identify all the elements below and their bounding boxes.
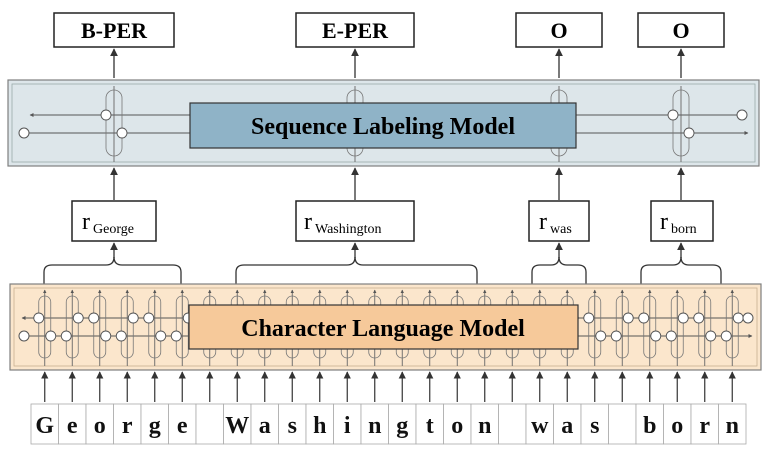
sequence-model-label: Sequence Labeling Model	[251, 114, 515, 140]
char-cell	[115, 289, 139, 366]
char-token: o	[85, 371, 114, 445]
tag-e-per: E-PER	[295, 12, 415, 48]
char-label: a	[259, 413, 271, 439]
char-label: W	[225, 413, 249, 439]
char-label: n	[478, 413, 491, 439]
tag-o-born: O	[637, 12, 725, 48]
char-cell	[610, 289, 634, 366]
char-label: b	[643, 413, 656, 439]
char-token: s	[278, 371, 307, 445]
char-token	[195, 371, 224, 445]
tag-b-per: B-PER	[53, 12, 175, 48]
char-token: w	[525, 371, 554, 445]
seq-cell	[100, 86, 128, 162]
char-cell	[88, 289, 112, 366]
char-token: n	[470, 371, 499, 445]
rep-base: r	[660, 209, 668, 235]
char-label: r	[122, 413, 133, 439]
char-label: t	[426, 413, 434, 439]
char-token: W	[223, 371, 252, 445]
char-label: e	[67, 413, 78, 439]
braces	[43, 242, 722, 284]
char-label: o	[671, 413, 683, 439]
char-token: r	[690, 371, 719, 445]
char-cell	[60, 289, 84, 366]
char-token: h	[305, 371, 334, 445]
tag-label: E-PER	[322, 18, 389, 43]
char-token: g	[388, 371, 417, 445]
rep-base: r	[82, 209, 90, 235]
char-label: s	[288, 413, 297, 439]
rep-arrows	[110, 167, 685, 200]
char-token: e	[58, 371, 87, 445]
char-token	[498, 371, 527, 445]
char-token: a	[250, 371, 279, 445]
character-lm-panel: Character Language Model	[9, 283, 762, 371]
rep-sub: born	[671, 222, 697, 237]
rep-base: r	[304, 209, 312, 235]
rep-sub: Washington	[315, 222, 382, 237]
char-token: t	[415, 371, 444, 445]
rep-sub: was	[550, 222, 572, 237]
rep-george: r George	[71, 200, 157, 242]
char-label: n	[726, 413, 739, 439]
sequence-labeling-panel: Sequence Labeling Model	[7, 79, 760, 167]
char-label: g	[396, 413, 408, 439]
tag-arrows	[110, 48, 685, 78]
char-cell	[143, 289, 167, 366]
char-token: n	[360, 371, 389, 445]
char-label: G	[35, 413, 54, 439]
rep-washington: r Washington	[295, 200, 415, 242]
char-label: s	[590, 413, 599, 439]
char-label: o	[94, 413, 106, 439]
tag-o-was: O	[515, 12, 603, 48]
char-token: a	[553, 371, 582, 445]
char-label: i	[344, 413, 351, 439]
char-model-label: Character Language Model	[241, 316, 525, 342]
sequence-model-box	[189, 102, 577, 149]
char-token: e	[168, 371, 197, 445]
char-token: g	[140, 371, 169, 445]
rep-was: r was	[528, 200, 590, 242]
char-label: o	[451, 413, 463, 439]
tag-label: B-PER	[81, 18, 148, 43]
char-cell	[583, 289, 607, 366]
char-token: i	[333, 371, 362, 445]
char-label: a	[561, 413, 573, 439]
tag-label: O	[672, 18, 689, 43]
char-token: o	[663, 371, 692, 445]
word-representations: r George r Washington r was r born	[71, 200, 714, 242]
seq-cell	[667, 86, 695, 162]
char-token: G	[30, 371, 59, 445]
char-cell	[665, 289, 689, 366]
char-model-box	[188, 304, 579, 350]
char-token: o	[443, 371, 472, 445]
rep-base: r	[539, 209, 547, 235]
char-token: n	[718, 371, 747, 445]
char-label: g	[149, 413, 161, 439]
char-cell	[33, 289, 57, 366]
char-label: h	[313, 413, 326, 439]
char-token: b	[635, 371, 664, 445]
output-tags: B-PER E-PER O O	[53, 12, 725, 48]
char-token: s	[580, 371, 609, 445]
rep-sub: George	[93, 222, 134, 237]
char-token	[608, 371, 637, 445]
char-label: e	[177, 413, 188, 439]
char-label: n	[368, 413, 381, 439]
char-label: w	[531, 413, 549, 439]
char-token: r	[113, 371, 142, 445]
tag-label: O	[550, 18, 567, 43]
char-label: r	[699, 413, 710, 439]
rep-born: r born	[650, 200, 714, 242]
char-cell	[720, 289, 744, 366]
char-cell	[638, 289, 662, 366]
char-cell	[693, 289, 717, 366]
